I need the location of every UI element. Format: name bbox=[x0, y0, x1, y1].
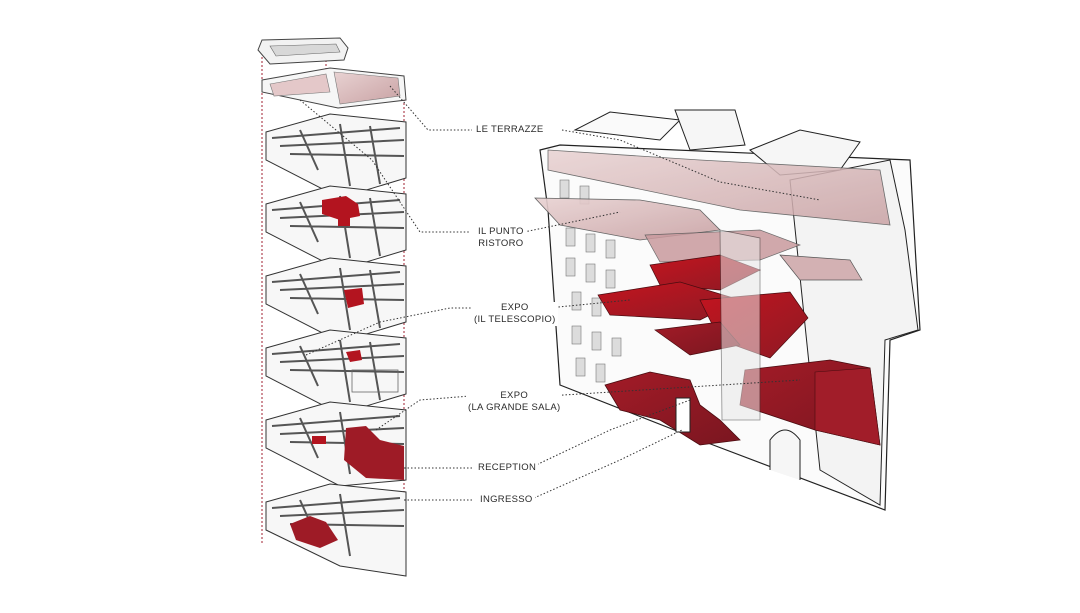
label-expo-la-grande-sala: EXPO (LA GRANDE SALA) bbox=[466, 390, 563, 414]
floor-plate-3 bbox=[265, 113, 407, 199]
label-expo-il-telescopio: EXPO (IL TELESCOPIO) bbox=[472, 302, 558, 326]
label-le-terrazze: LE TERRAZZE bbox=[474, 124, 546, 136]
floor-plate-8-ground bbox=[265, 483, 407, 577]
floor-plate-5 bbox=[265, 257, 407, 343]
floor-plate-4 bbox=[265, 185, 407, 271]
ground-arch bbox=[769, 429, 801, 480]
label-ingresso: INGRESSO bbox=[478, 494, 535, 506]
left-floor-stack bbox=[257, 37, 407, 577]
label-il-punto-ristoro: IL PUNTO RISTORO bbox=[476, 226, 526, 250]
label-reception: RECEPTION bbox=[476, 462, 539, 474]
upper-floor-pinkish-2 bbox=[779, 254, 863, 281]
reception-plate bbox=[604, 371, 741, 446]
roof-structures bbox=[573, 109, 861, 176]
exploded-building bbox=[534, 109, 921, 511]
floor-plate-terraces bbox=[261, 67, 407, 109]
floor-plate-6 bbox=[265, 329, 407, 415]
floor-plate-roof bbox=[257, 37, 349, 65]
stair-core bbox=[719, 229, 761, 421]
grande-sala-plate-2 bbox=[814, 367, 881, 446]
leader-lines bbox=[299, 85, 821, 501]
terrace-plate-top bbox=[547, 149, 891, 226]
entrance-door bbox=[675, 397, 691, 433]
floor-plate-7 bbox=[265, 401, 407, 487]
